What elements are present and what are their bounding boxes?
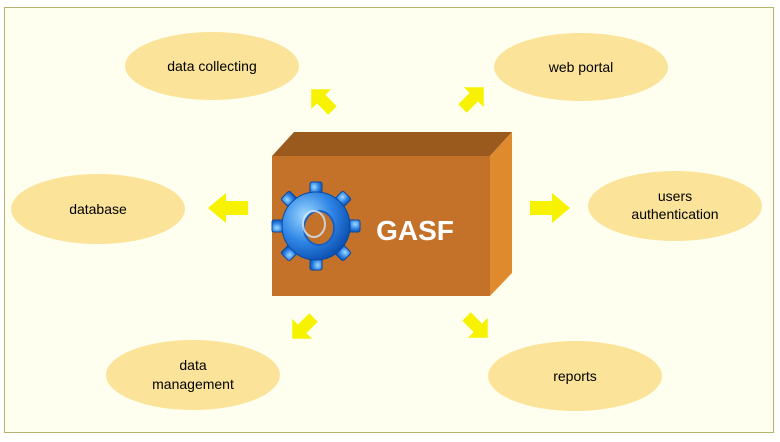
ellipse-shape	[494, 33, 668, 101]
node-reports: reports	[488, 341, 662, 411]
arrow-to-reports	[462, 312, 488, 338]
node-data-management: data management	[106, 340, 280, 410]
node-users-authentication: users authentication	[588, 171, 762, 241]
node-label: web portal	[548, 59, 614, 75]
gasf-box: GASF	[271, 132, 512, 296]
ellipse-shape	[588, 171, 762, 241]
node-label-line-2: authentication	[631, 206, 718, 222]
arrow-to-data-collecting	[311, 89, 337, 115]
ellipse-shape	[488, 341, 662, 411]
node-label: database	[69, 201, 127, 217]
gear-icon	[271, 181, 361, 271]
gasf-title: GASF	[376, 215, 454, 246]
node-data-collecting: data collecting	[125, 32, 299, 100]
node-label-line-1: users	[658, 188, 692, 204]
arrows	[208, 87, 570, 339]
ellipse-shape	[106, 340, 280, 410]
arrow-to-users-authentication	[530, 193, 570, 223]
arrow-to-database	[208, 193, 248, 223]
node-database: database	[11, 174, 185, 244]
node-label-line-1: data	[179, 357, 206, 373]
arrow-to-data-management	[292, 313, 318, 339]
node-web-portal: web portal	[494, 33, 668, 101]
arrow-to-web-portal	[458, 87, 484, 113]
box-top-face	[272, 132, 512, 156]
ellipse-shape	[125, 32, 299, 100]
box-side-face	[490, 132, 512, 296]
node-label-line-2: management	[152, 376, 234, 392]
node-label: reports	[553, 368, 597, 384]
node-label: data collecting	[167, 58, 257, 74]
ellipse-shape	[11, 174, 185, 244]
